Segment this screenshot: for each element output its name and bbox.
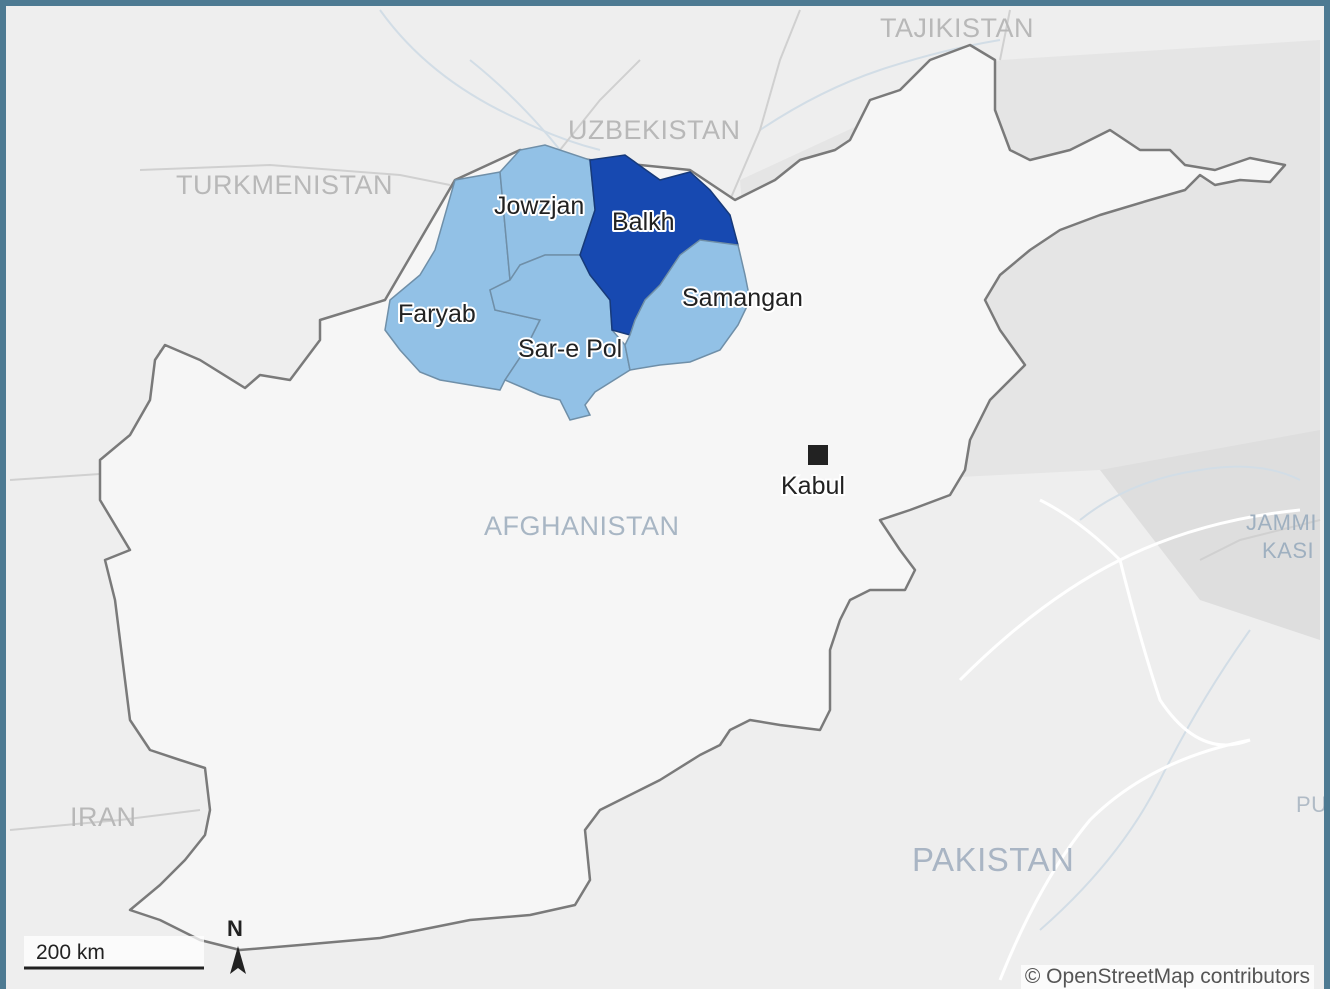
province-labels: Jowzjan Balkh Faryab Samangan Sar-e Pol (396, 190, 805, 365)
attribution[interactable]: © OpenStreetMap contributors (1020, 965, 1314, 989)
label-iran: IRAN (70, 802, 137, 832)
scale-label: 200 km (36, 941, 105, 964)
city-marker-icon (808, 445, 828, 465)
country-labels: TAJIKISTAN UZBEKISTAN TURKMENISTAN AFGHA… (70, 13, 1324, 878)
scale-bar: 200 km (24, 936, 204, 970)
neighbour-borders (9, 9, 1321, 831)
label-kashmir: KASI (1262, 538, 1314, 563)
label-kabul: Kabul (781, 472, 845, 500)
label-pakistan: PAKISTAN (912, 841, 1074, 878)
provinces (384, 144, 751, 421)
map-canvas[interactable]: TAJIKISTAN UZBEKISTAN TURKMENISTAN AFGHA… (6, 6, 1324, 989)
label-uzbekistan: UZBEKISTAN (568, 115, 741, 145)
north-label: N (227, 916, 243, 941)
label-samangan: Samangan (682, 284, 803, 312)
roads (958, 498, 1301, 981)
province-samangan[interactable] (624, 239, 751, 371)
label-faryab: Faryab (398, 300, 476, 328)
label-afghanistan: AFGHANISTAN (484, 511, 680, 541)
label-tajikistan: TAJIKISTAN (880, 13, 1034, 43)
label-balkh: Balkh (612, 208, 675, 236)
afghanistan-shape[interactable] (98, 43, 1287, 952)
north-arrow: N (227, 916, 246, 974)
label-punjab: PU (1296, 792, 1324, 817)
label-sar-e-pol: Sar-e Pol (518, 335, 622, 363)
north-arrow-icon (230, 946, 246, 974)
label-turkmenistan: TURKMENISTAN (176, 170, 393, 200)
label-jowzjan: Jowzjan (494, 192, 584, 220)
city-kabul[interactable]: Kabul (779, 445, 847, 502)
label-jammu: JAMMI (1246, 510, 1317, 535)
map-frame: TAJIKISTAN UZBEKISTAN TURKMENISTAN AFGHA… (6, 6, 1324, 989)
